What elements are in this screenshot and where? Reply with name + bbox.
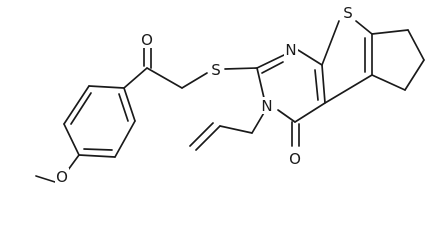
bond-ch2-s	[181, 72, 208, 89]
bond-n1-c8a	[297, 49, 323, 66]
bond-benzene-5	[114, 120, 136, 158]
lactam-oxygen: O	[288, 150, 302, 168]
bond-benzene-1	[88, 85, 125, 89]
bond-o-methyl	[35, 175, 56, 183]
bond-s-thiophene-c	[355, 20, 373, 35]
ring-nitrogen-lower-label: N	[261, 97, 272, 115]
bond-carbonyl-aryl	[123, 67, 148, 89]
ring-nitrogen-upper: N	[284, 41, 298, 59]
bond-c2-n1	[256, 54, 285, 69]
bond-thiophene-c4a	[324, 74, 373, 104]
bond-n3-allyl	[251, 110, 266, 134]
thiophene-sulfur-label: S	[343, 4, 353, 22]
bond-carbonyl-ch2	[146, 67, 183, 89]
ring-nitrogen-upper-label: N	[285, 41, 296, 59]
methoxy-oxygen-label: O	[56, 168, 68, 186]
bond-c8a-s-thiophene	[321, 20, 340, 66]
methoxy-oxygen: O	[55, 168, 69, 186]
bond-benzene-6	[123, 87, 136, 122]
bond-layer	[35, 20, 425, 183]
ketone-oxygen: O	[140, 31, 154, 49]
bond-c8a-c4a	[321, 64, 326, 104]
bond-c4a-c4	[294, 102, 326, 123]
bond-c2-n1-inner	[261, 61, 284, 74]
bond-benzene-inner-3	[118, 93, 129, 122]
bond-c8a-c4a-inner	[314, 69, 319, 101]
thioether-sulfur: S	[209, 61, 223, 79]
bond-allyl-ch2-ch	[219, 125, 253, 134]
bond-aryl-o-methoxy	[67, 154, 80, 171]
bond-benzene-2	[63, 85, 90, 125]
thiophene-sulfur: S	[341, 4, 355, 22]
bond-benzene-3	[63, 123, 80, 156]
molecule-structure-diagram: O S N S N O O	[35, 4, 425, 186]
lactam-oxygen-label: O	[289, 150, 301, 168]
atom-label-layer: O S N S N O O	[55, 4, 355, 186]
bond-cyclopentyl-1	[371, 29, 409, 35]
bond-allyl-ch-ch2	[195, 125, 221, 151]
bond-benzene-4	[78, 154, 116, 158]
thioether-sulfur-label: S	[211, 61, 221, 79]
bond-cyclopentyl-2	[407, 29, 425, 61]
bond-c4-n3	[277, 109, 296, 123]
bond-benzene-inner-1	[70, 92, 92, 125]
ketone-oxygen-label: O	[141, 31, 153, 49]
bond-cyclopentyl-3	[404, 59, 425, 91]
ring-nitrogen-lower: N	[260, 97, 274, 115]
bond-cyclopentyl-4	[371, 74, 406, 91]
bond-benzene-inner-2	[83, 148, 113, 151]
bond-allyl-ch-ch2-inner	[189, 122, 214, 147]
bond-s-c2	[224, 67, 258, 70]
bond-n3-c2	[256, 67, 265, 99]
